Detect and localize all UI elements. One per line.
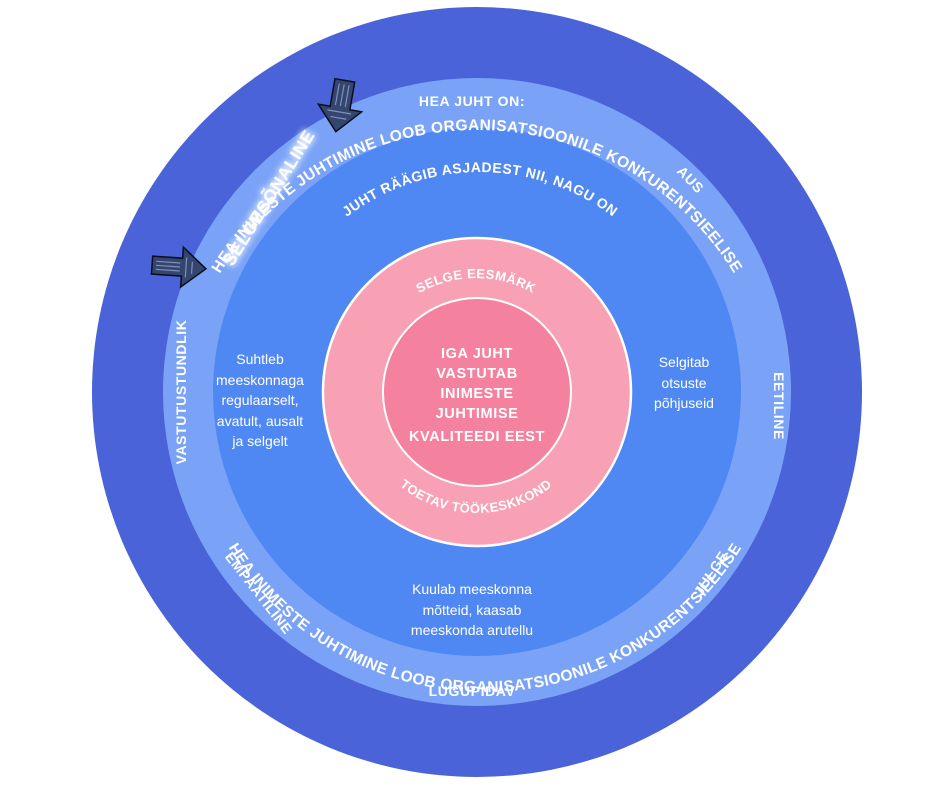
quality-vastutustundlik: VASTUTUSTUNDLIK <box>173 320 189 465</box>
arrow-right-icon <box>150 245 208 289</box>
description-line: meeskonda arutellu <box>410 622 534 638</box>
description-line: otsuste <box>661 374 707 391</box>
description-line: meeskonnaga <box>216 371 304 388</box>
description-line: mõtteid, kaasab <box>422 601 522 618</box>
description-line: regulaarselt, <box>221 392 299 408</box>
core-text: IGA JUHT VASTUTAB INIMESTE JUHTIMISE KVA… <box>409 346 545 445</box>
description-line: Selgitab <box>658 354 710 370</box>
quality-eetiline: EETILINE <box>771 372 787 440</box>
description-line: põhjuseid <box>654 395 714 411</box>
description-line: Kuulab meeskonna <box>412 581 532 597</box>
description-bottom: Kuulab meeskonna mõtteid, kaasab meeskon… <box>402 579 542 641</box>
core-line: IGA JUHT <box>441 346 513 362</box>
description-right: Selgitab otsuste põhjuseid <box>624 352 744 414</box>
middle-header: HEA JUHT ON: <box>419 93 525 109</box>
quality-lugupidav: LUGUPIDAV <box>429 683 516 699</box>
description-line: ja selgelt <box>232 433 288 449</box>
core-line: KVALITEEDI EEST <box>409 429 545 445</box>
description-line: Suhtleb <box>236 351 284 367</box>
core-line: JUHTIMISE <box>436 406 519 422</box>
arrow-down-icon <box>316 77 364 133</box>
core-line: INIMESTE <box>440 386 513 402</box>
description-line: avatult, ausalt <box>216 412 304 429</box>
pink-core <box>382 297 572 487</box>
description-left: Suhtleb meeskonnaga regulaarselt, avatul… <box>200 349 320 452</box>
core-line: VASTUTAB <box>436 366 518 382</box>
